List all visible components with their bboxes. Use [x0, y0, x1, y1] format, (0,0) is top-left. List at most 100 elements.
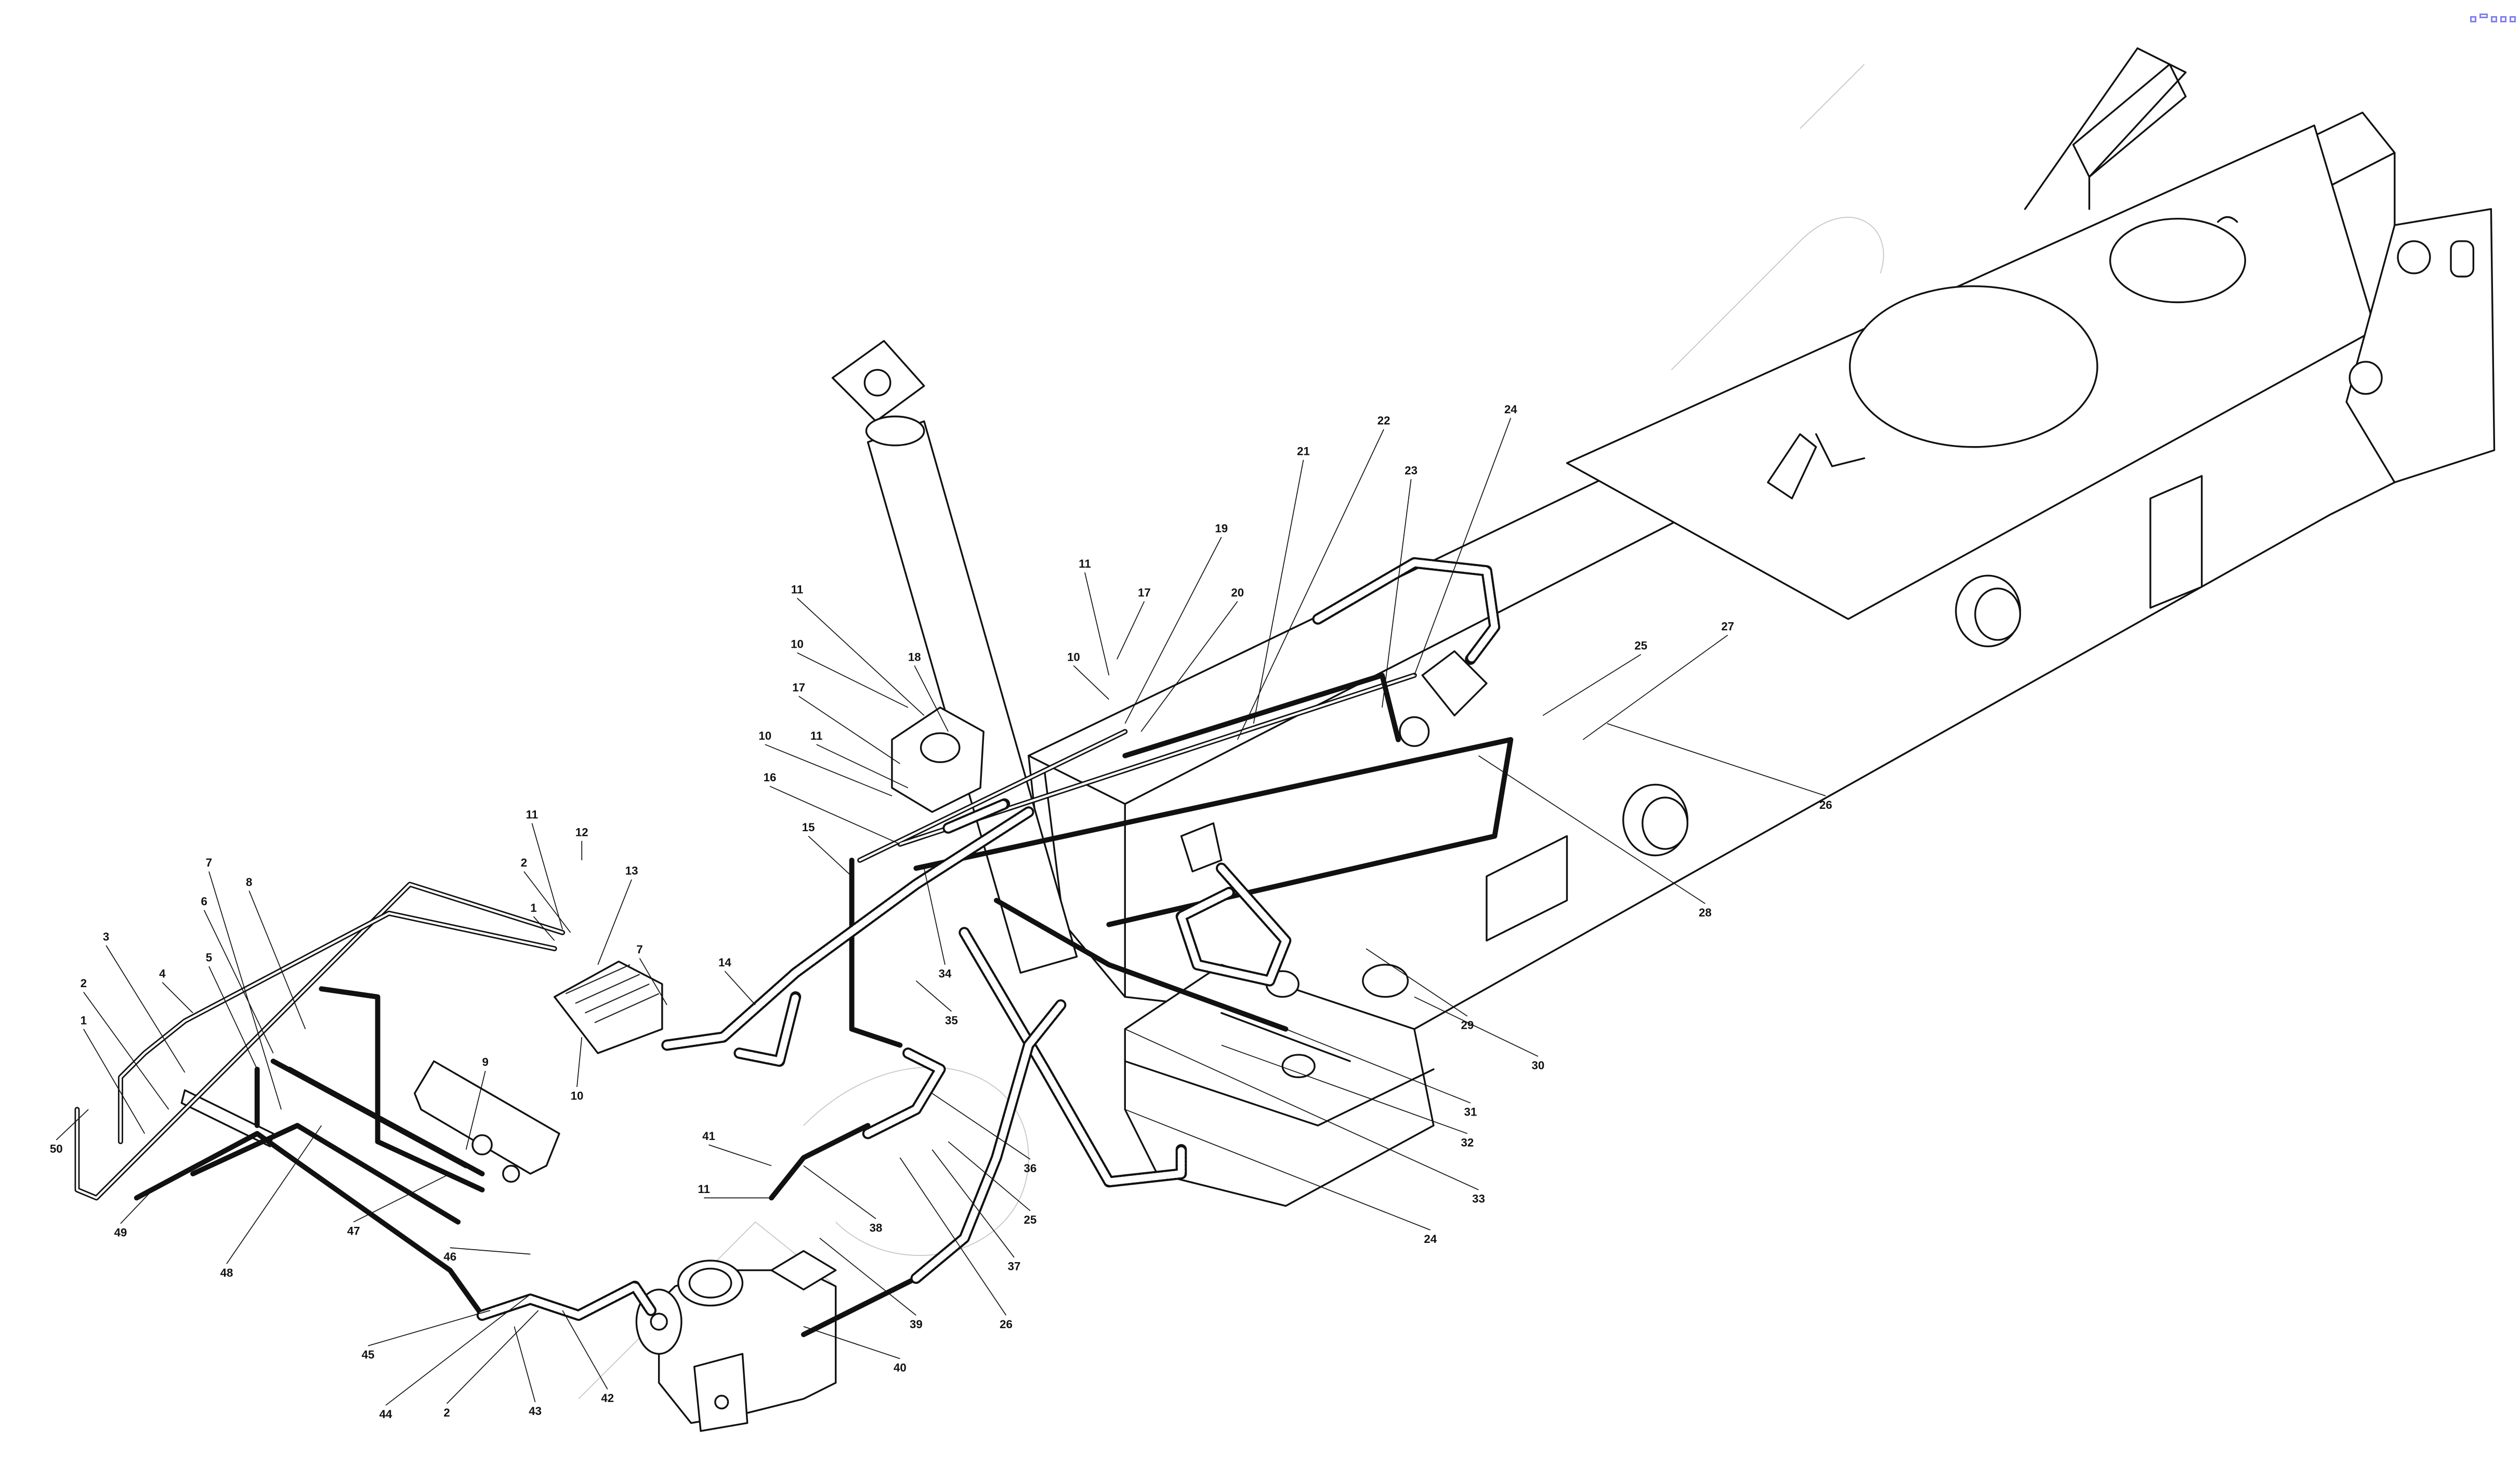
leader-line	[450, 1247, 531, 1255]
window-icon[interactable]	[2470, 16, 2476, 22]
part-number-callout: 19	[1215, 522, 1228, 535]
part-number-callout: 26	[1000, 1318, 1013, 1331]
leader-line	[803, 1165, 876, 1220]
part-number-callout: 43	[529, 1405, 542, 1418]
part-number-callout: 22	[1377, 414, 1390, 427]
leader-line	[803, 1326, 900, 1359]
leader-line	[531, 823, 563, 930]
part-number-callout: 11	[698, 1183, 710, 1196]
toolbar-icons	[2470, 14, 2516, 22]
leader-line	[1117, 601, 1145, 660]
steel-pipes	[74, 673, 1514, 1338]
part-number-callout: 2	[443, 1406, 450, 1419]
leader-line	[915, 980, 952, 1012]
leader-line	[203, 910, 274, 1054]
part-number-callout: 18	[908, 650, 921, 663]
leader-line	[162, 982, 193, 1014]
leader-line	[948, 1141, 1031, 1211]
leader-line	[1124, 1028, 1479, 1190]
leader-line	[923, 868, 946, 965]
part-number-callout: 12	[575, 825, 588, 838]
leader-line	[1124, 1109, 1431, 1231]
leader-line	[208, 871, 282, 1110]
leader-line	[1140, 601, 1238, 732]
part-number-callout: 11	[526, 808, 539, 821]
leader-line	[56, 1109, 89, 1141]
part-number-callout: 14	[718, 956, 731, 969]
part-number-callout: 9	[482, 1056, 489, 1069]
leader-line	[1285, 1028, 1471, 1104]
leader-line	[368, 1310, 491, 1346]
part-number-callout: 23	[1405, 464, 1418, 477]
leader-line	[931, 1093, 1031, 1160]
part-number-callout: 10	[1067, 650, 1080, 663]
part-number-callout: 47	[347, 1224, 360, 1237]
part-number-callout: 1	[530, 901, 536, 914]
fittings	[180, 650, 1488, 1183]
part-number-callout: 36	[1023, 1162, 1036, 1175]
leader-line	[797, 652, 909, 708]
part-number-callout: 11	[810, 729, 823, 742]
leader-line	[1414, 417, 1512, 676]
part-number-callout: 30	[1532, 1059, 1545, 1072]
part-number-callout: 21	[1297, 444, 1310, 457]
leader-line	[1221, 1044, 1468, 1134]
part-number-callout: 17	[1138, 586, 1151, 599]
part-number-callout: 2	[521, 856, 527, 869]
window-icon[interactable]	[2500, 16, 2506, 22]
part-number-callout: 7	[636, 943, 642, 956]
leader-line	[523, 871, 571, 933]
leader-line	[1073, 665, 1109, 700]
part-number-callout: 16	[764, 771, 777, 784]
part-number-callout: 35	[945, 1014, 958, 1027]
part-number-callout: 44	[379, 1408, 392, 1421]
part-number-callout: 24	[1504, 403, 1517, 416]
leader-line	[1478, 755, 1705, 905]
oil-tank	[1124, 964, 1435, 1207]
leader-line	[798, 696, 900, 764]
part-number-callout: 13	[625, 864, 638, 877]
window-icon[interactable]	[2491, 16, 2497, 22]
part-number-callout: 5	[206, 951, 212, 964]
steering-column	[831, 340, 1078, 974]
part-number-callout: 11	[791, 583, 804, 596]
hydraulic-pump	[635, 1250, 837, 1432]
part-number-callout: 45	[362, 1348, 375, 1361]
leader-line	[226, 1125, 322, 1264]
part-number-callout: 24	[1424, 1233, 1437, 1246]
leader-line	[1253, 460, 1304, 724]
part-number-callout: 48	[220, 1266, 233, 1279]
leader-line	[1542, 654, 1642, 716]
part-number-callout: 6	[201, 895, 207, 908]
part-number-callout: 31	[1464, 1106, 1477, 1119]
part-number-callout: 28	[1699, 906, 1712, 919]
part-number-callout: 2	[81, 977, 87, 990]
part-number-callout: 10	[758, 729, 771, 742]
part-number-callout: 46	[443, 1250, 456, 1263]
leader-line	[576, 1037, 583, 1087]
leader-line	[597, 879, 632, 965]
leader-line	[106, 945, 186, 1073]
leader-line	[639, 958, 667, 1005]
leader-line	[465, 1070, 486, 1150]
leader-line	[931, 1149, 1015, 1258]
leader-line	[120, 1189, 153, 1224]
part-number-callout: 20	[1231, 586, 1244, 599]
chassis-frame	[1028, 47, 2496, 1030]
leader-line	[514, 1326, 536, 1403]
part-number-callout: 38	[870, 1221, 883, 1234]
part-number-callout: 26	[1819, 798, 1832, 811]
leader-line	[819, 1238, 916, 1316]
part-number-callout: 42	[601, 1392, 614, 1405]
part-number-callout: 7	[206, 856, 212, 869]
part-number-callout: 39	[910, 1318, 923, 1331]
leader-line	[1414, 996, 1539, 1057]
window-icon[interactable]	[2510, 16, 2516, 22]
window-icon[interactable]	[2479, 14, 2488, 18]
part-number-callout: 4	[159, 967, 166, 980]
leader-line	[1084, 572, 1110, 676]
part-number-callout: 25	[1634, 639, 1647, 652]
leader-line	[899, 1157, 1007, 1316]
